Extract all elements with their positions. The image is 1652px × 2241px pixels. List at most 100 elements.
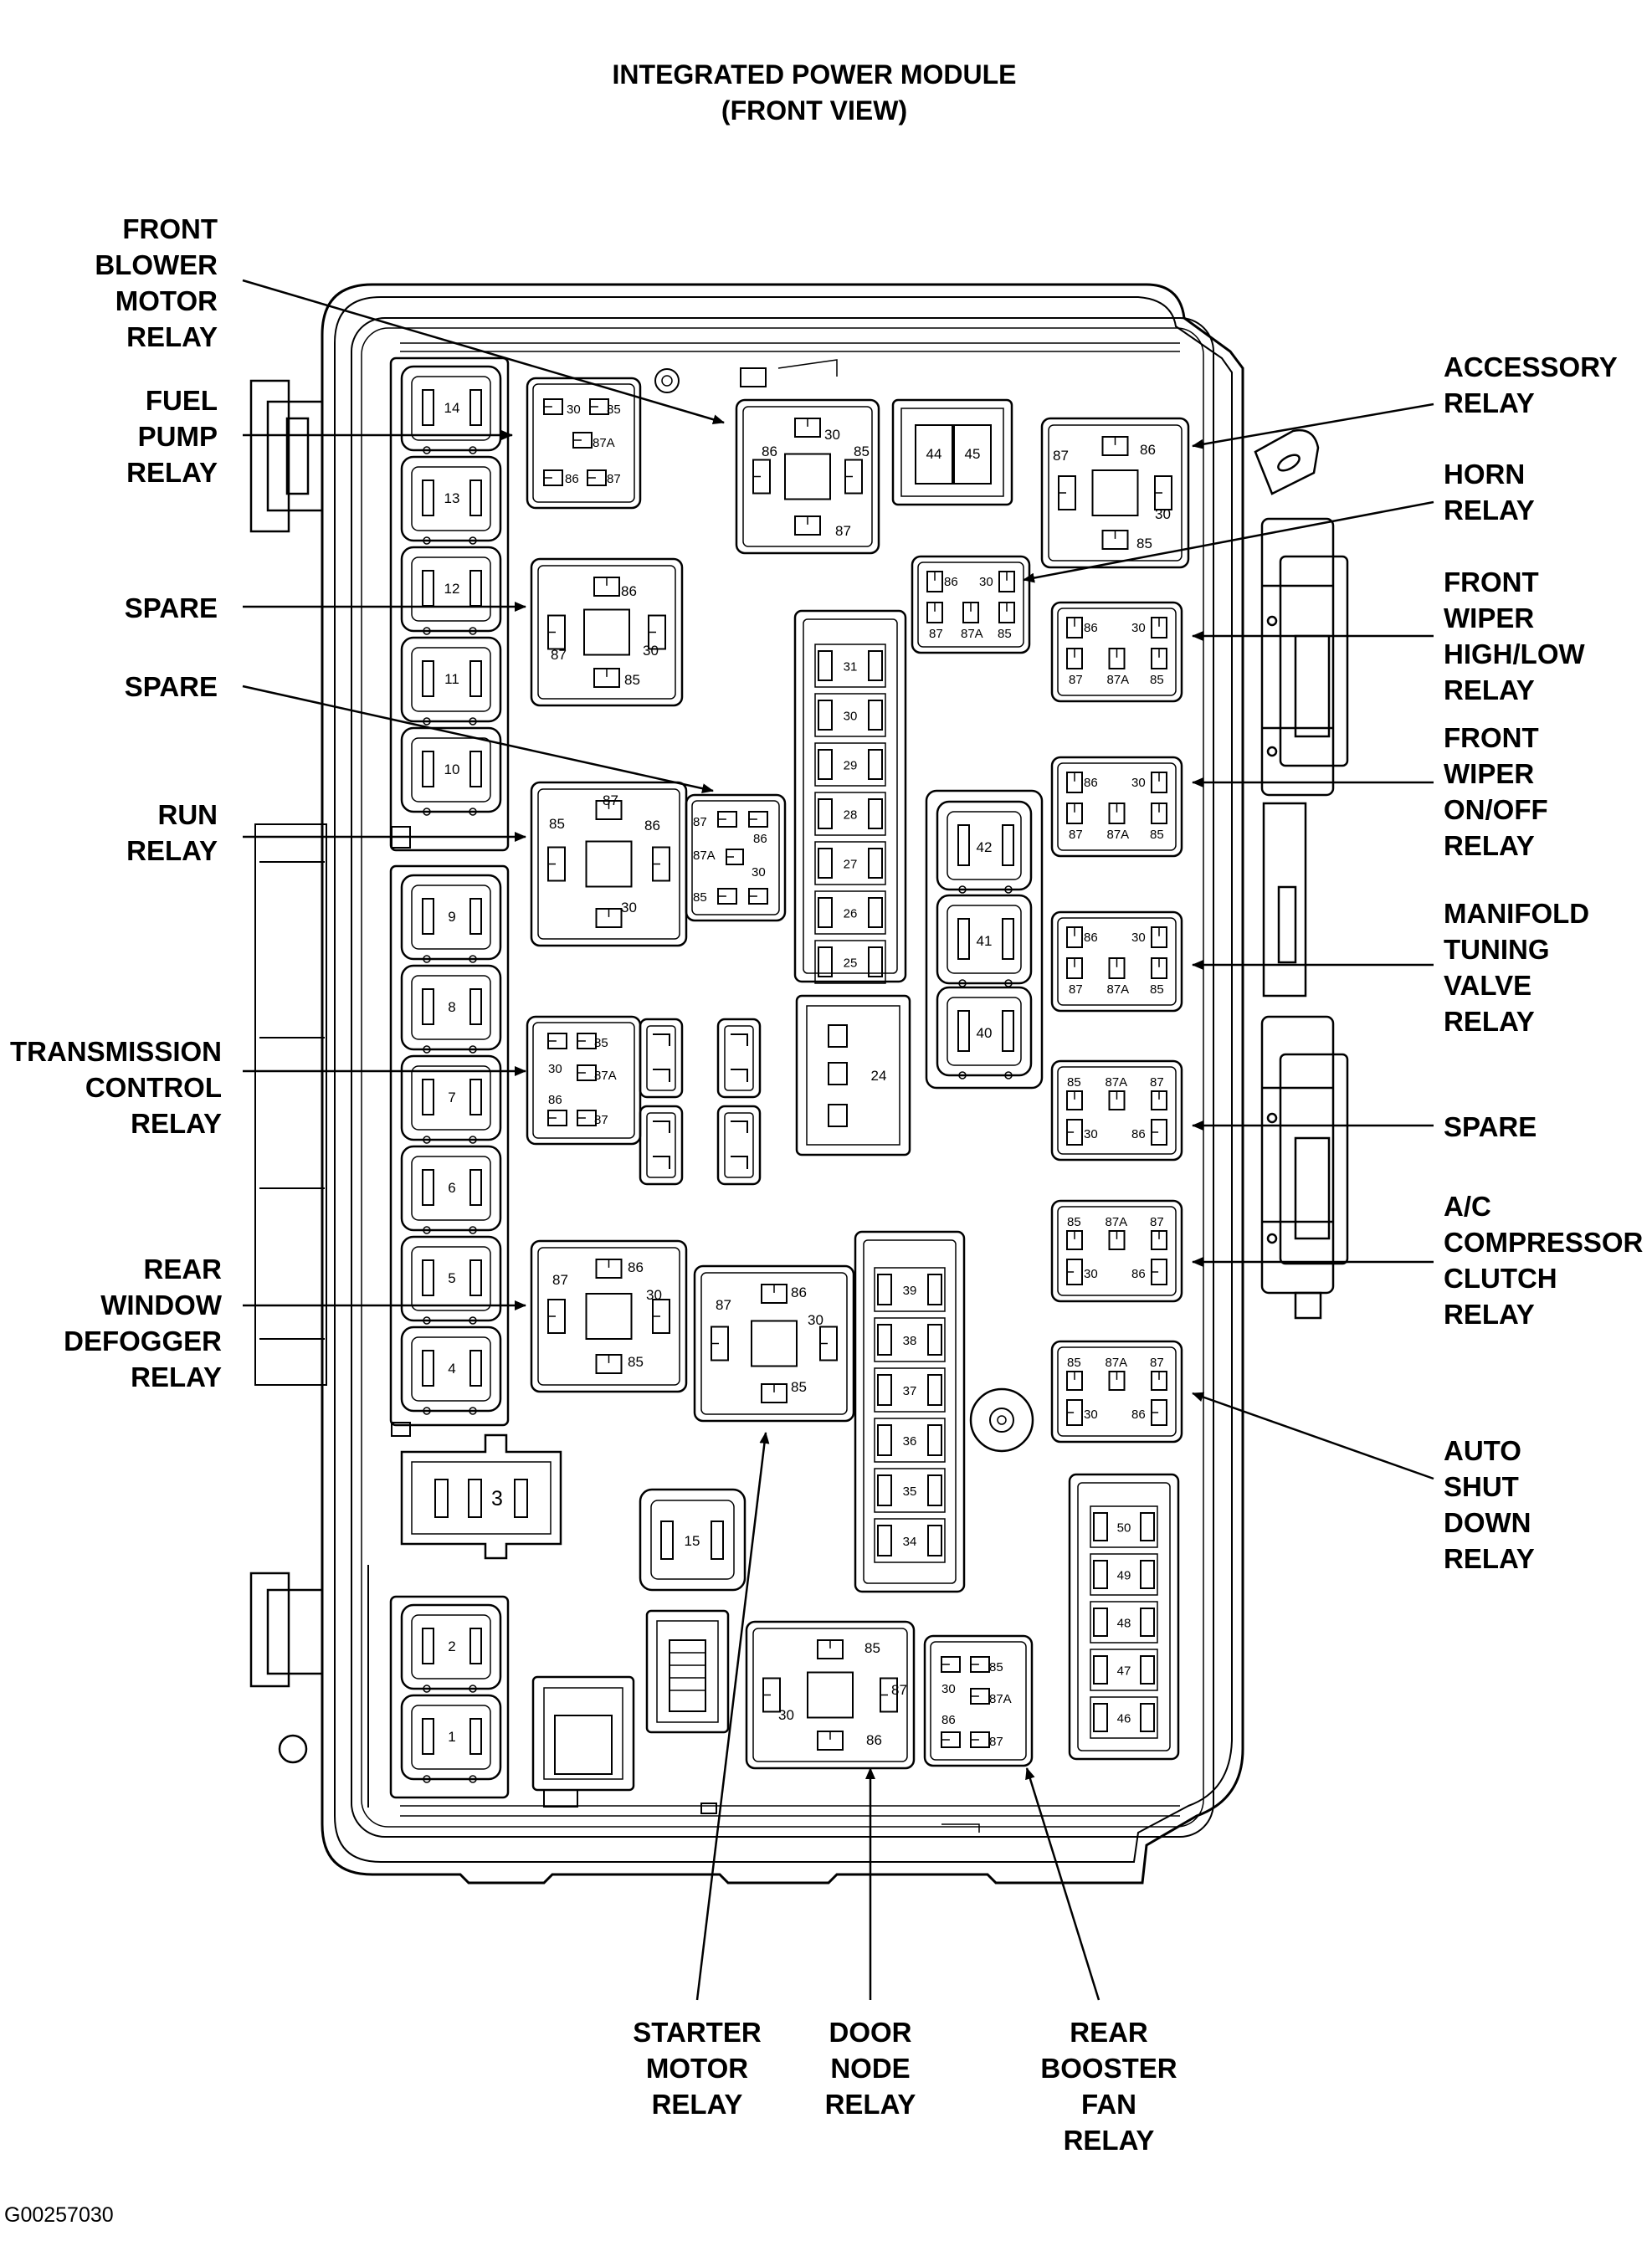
relay-pin-87: 87	[607, 472, 621, 486]
relay-pin-85: 85	[624, 672, 640, 688]
left-mount-bracket	[254, 823, 327, 1386]
relay-pin-86: 86	[1131, 1267, 1146, 1281]
cartridge-fuse-41: 41	[936, 894, 1033, 987]
fuse-label-11: 11	[444, 671, 459, 687]
mount-tab-right	[1254, 428, 1320, 495]
relay-pin-30: 30	[643, 643, 659, 659]
callout-fuel-pump-relay-line-1: FUEL	[146, 385, 218, 416]
fuse-9: 9	[400, 874, 502, 963]
fuse-pair-44-45: 44 45	[891, 398, 1013, 506]
callout-manifold-tuning-valve-relay-line-2: TUNING	[1444, 934, 1550, 965]
minifuse-slot: 34	[874, 1518, 946, 1563]
callout-spare-left-1-line-1: SPARE	[125, 592, 218, 623]
minifuse-label-35: 35	[903, 1485, 917, 1499]
relay-pin-86: 86	[548, 1093, 562, 1107]
minifuse-label-38: 38	[903, 1334, 917, 1348]
relay-pin-30: 30	[808, 1312, 823, 1328]
fuse-label-6: 6	[448, 1180, 455, 1196]
minifuse-slot: 38	[874, 1317, 946, 1362]
minifuse-label-46: 46	[1117, 1712, 1131, 1726]
callout-starter-motor-relay-line-3: RELAY	[652, 2089, 743, 2120]
callout-rear-window-defogger-relay-line-3: DEFOGGER	[64, 1326, 222, 1356]
relay-pin-86: 86	[944, 575, 958, 589]
relay-pin-30: 30	[824, 427, 840, 443]
relay-pin-86: 86	[1084, 931, 1098, 945]
minifuse-slot: 30	[814, 693, 886, 737]
callout-front-wiper-on-off-relay-line-4: RELAY	[1444, 830, 1535, 861]
callout-rear-window-defogger-relay-line-1: REAR	[143, 1254, 222, 1285]
bottom-clip	[700, 1803, 717, 1814]
minifuse-slot: 29	[814, 742, 886, 787]
callout-front-wiper-on-off-relay-line-2: WIPER	[1444, 758, 1534, 789]
callout-front-blower-motor-relay-line-4: RELAY	[126, 321, 218, 352]
callout-fuel-pump-relay-line-3: RELAY	[126, 457, 218, 488]
relay-pin-87a: 87A	[693, 849, 716, 863]
relay-pin-30: 30	[941, 1682, 956, 1696]
relay-pin-87: 87	[551, 647, 567, 663]
minifuse-slot: 28	[814, 792, 886, 836]
fuse-label-5: 5	[448, 1270, 455, 1286]
leader-accessory	[1192, 403, 1434, 449]
diagram-title-line-1: INTEGRATED POWER MODULE	[613, 59, 1017, 90]
minifuse-label-28: 28	[844, 808, 858, 823]
minifuse-label-29: 29	[844, 759, 858, 773]
leader-horn	[1023, 500, 1434, 583]
relay-pin-30: 30	[1131, 931, 1146, 945]
minifuse-label-26: 26	[844, 907, 858, 921]
small-fuse-holder	[639, 1018, 684, 1099]
relay-pin-30: 30	[1084, 1408, 1098, 1422]
relay-pin-85: 85	[998, 627, 1012, 641]
relay-pin-85: 85	[989, 1660, 1003, 1674]
relay-pin-30: 30	[1155, 506, 1171, 522]
relay-pin-86: 86	[1131, 1127, 1146, 1141]
relay-pin-87a: 87A	[1106, 1215, 1128, 1229]
callout-ac-compressor-clutch-relay-line-1: A/C	[1444, 1191, 1491, 1222]
mount-hole-top-inner	[661, 375, 673, 387]
callout-front-blower-motor-relay-line-1: FRONT	[122, 213, 218, 244]
cartridge-label-42: 42	[977, 839, 993, 855]
fuse-8: 8	[400, 964, 502, 1054]
relay-pin-86: 86	[1084, 621, 1098, 635]
relay-pin-30: 30	[1131, 621, 1146, 635]
relay-pin-87a: 87A	[1107, 673, 1130, 687]
relay-pin-30: 30	[752, 865, 766, 879]
callout-starter-motor-relay-line-2: MOTOR	[646, 2053, 748, 2084]
cartridge-label-41: 41	[977, 933, 993, 949]
leader-rear-booster	[1025, 1767, 1100, 2001]
callout-front-wiper-on-off-relay-line-3: ON/OFF	[1444, 794, 1548, 825]
callout-front-blower-motor-relay-line-3: MOTOR	[115, 285, 218, 316]
fuse-label-2: 2	[448, 1638, 455, 1654]
left-fuse-frame-lower	[389, 864, 510, 1427]
minifuse-slot: 37	[874, 1367, 946, 1413]
fuse-7: 7	[400, 1054, 502, 1144]
callout-rear-booster-fan-relay-line-2: BOOSTER	[1040, 2053, 1177, 2084]
cartridge-block	[925, 789, 1044, 1090]
relay-pin-87a: 87A	[594, 1069, 617, 1083]
relay-pin-87a: 87A	[593, 436, 615, 450]
minifuse-slot: 48	[1090, 1601, 1158, 1644]
left-latch-upper	[249, 379, 324, 533]
callout-rear-window-defogger-relay-line-4: RELAY	[131, 1362, 222, 1392]
fuse-24: 24	[795, 994, 911, 1156]
relay-pin-85: 85	[607, 403, 621, 417]
relay-pin-87: 87	[929, 627, 943, 641]
relay-pin-87a: 87A	[961, 627, 983, 641]
relay-pin-86: 86	[866, 1732, 882, 1748]
fuse-label-4: 4	[448, 1361, 455, 1377]
relay-pin-87: 87	[1069, 673, 1083, 687]
relay-pin-87: 87	[603, 792, 618, 808]
relay-pin-85: 85	[1150, 673, 1164, 687]
fuse-15: 15	[639, 1488, 746, 1592]
callout-front-blower-motor-relay-line-2: BLOWER	[95, 249, 218, 280]
